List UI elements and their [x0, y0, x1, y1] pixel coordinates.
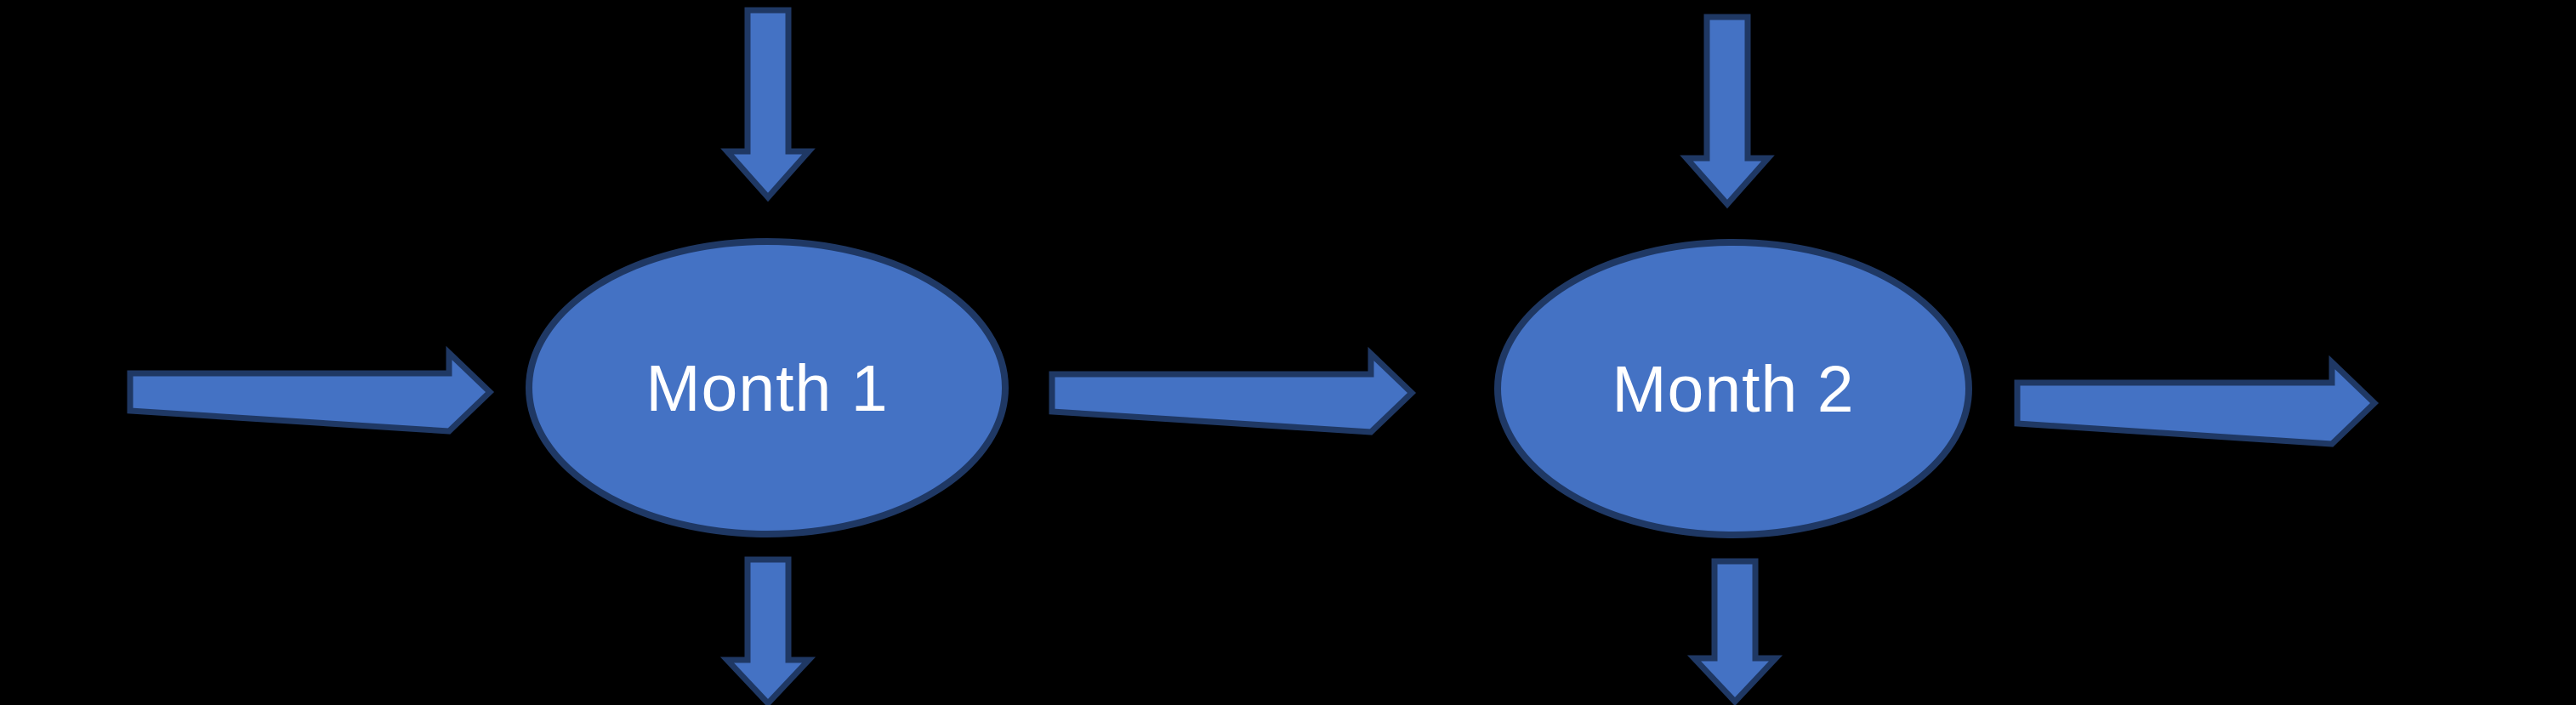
right-arrow-out-of-month2-icon: [2014, 355, 2380, 447]
right-arrow-month1-to-month2-icon: [1049, 346, 1417, 435]
right-arrow-into-month1-icon: [127, 345, 495, 435]
down-arrow-into-month1-icon: [720, 7, 816, 202]
month1-ellipse: [526, 238, 1009, 537]
down-arrow-out-of-month1-icon: [719, 556, 816, 705]
down-arrow-into-month2-icon: [1680, 14, 1775, 209]
down-arrow-out-of-month2-icon: [1686, 558, 1783, 705]
month2-ellipse: [1494, 239, 1972, 538]
month1-label: Month 1: [645, 352, 888, 425]
month2-label: Month 2: [1612, 353, 1854, 426]
node-month1: Month 1: [526, 238, 1009, 537]
node-month2: Month 2: [1494, 239, 1972, 538]
